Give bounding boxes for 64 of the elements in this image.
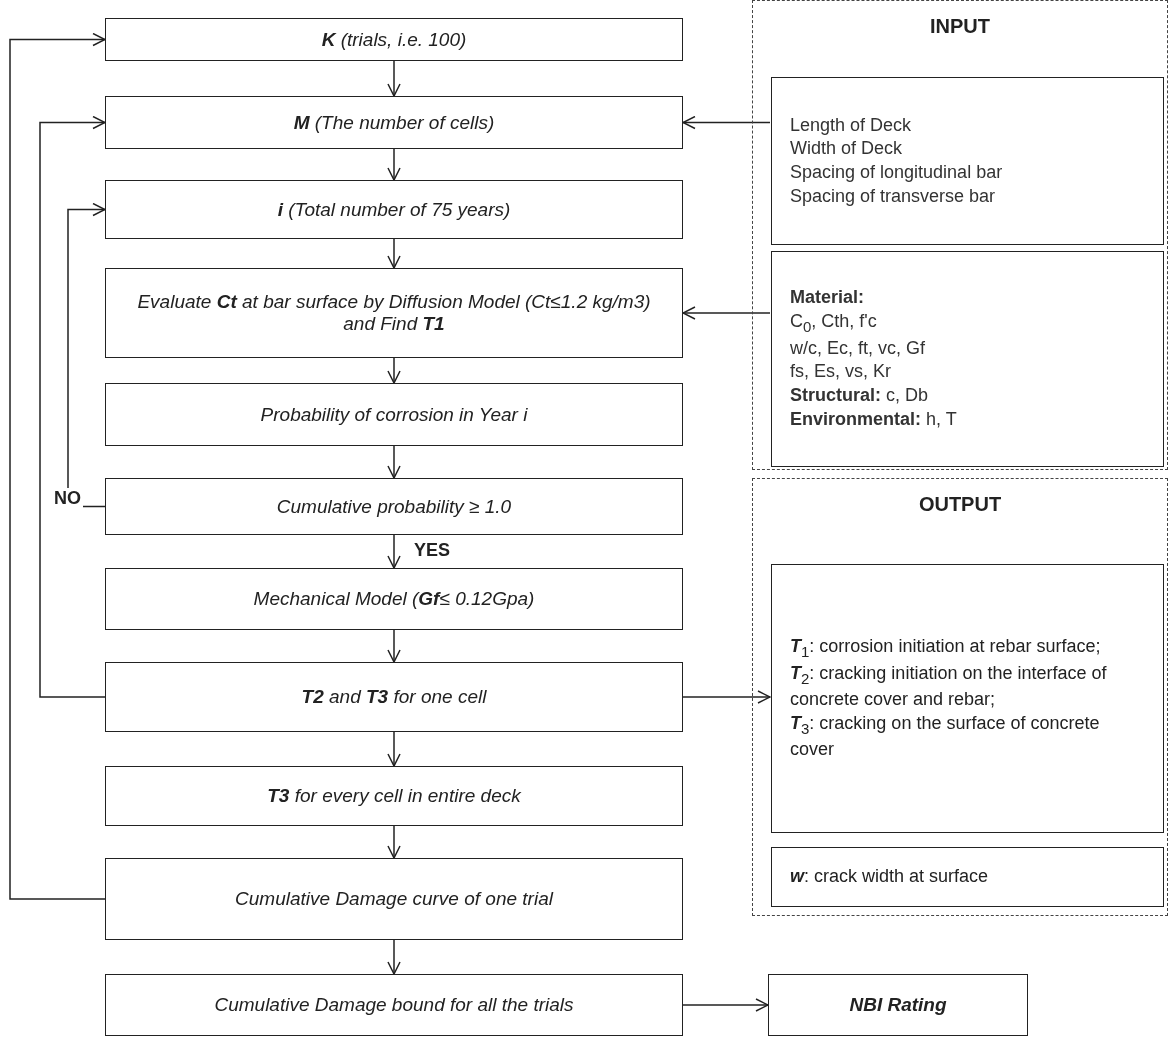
process-box [105,766,683,826]
arrow [387,825,401,859]
arrow [387,357,401,384]
arrow [39,115,106,698]
box-text: Cumulative Damage curve of one trial [235,888,553,910]
panel-heading: OUTPUT [917,493,1003,516]
box-text: T$_{1}$: corrosion initiation at rebar surface; [790,635,1102,662]
dashed-panel [752,478,1168,916]
box-text: T3 for every cell in entire deck [267,785,521,807]
info-box [771,77,1164,245]
info-box [771,251,1164,467]
arrow [67,202,106,508]
box-text: Spacing of transverse bar [790,184,997,208]
box-text: M (The number of cells) [293,111,495,134]
process-box [105,18,683,61]
arrow [387,939,401,975]
box-text: Cumulative Damage bound for all the trials [214,994,574,1016]
box-text: i (Total number of 75 years) [277,198,511,221]
arrow [682,998,769,1012]
box-text: w: crack width at surface [790,865,990,889]
box-text: K (trials, i.e. 100) [321,28,467,51]
box-text: Spacing of longitudinal bar [790,161,1004,184]
process-box [105,974,683,1036]
arrow [682,115,771,130]
box-text: fs, Es, vs, Kr [790,360,892,384]
dashed-panel [752,0,1168,470]
arrow [9,32,106,900]
arrow [387,238,401,269]
box-text: T$_{3}$: cracking on the surface of concrete cover [790,711,1101,762]
arrow [387,445,401,479]
box-text: Evaluate Ct at bar surface by Diffusion Model (Ct≤1.2 kg/m3) and Find T1 [136,291,652,335]
process-box [105,478,683,535]
box-text: Probability of corrosion in Year i [260,403,528,426]
edge-label: NO [52,488,83,509]
box-text: Mechanical Model (Gf≤ 0.12Gpa) [253,588,535,610]
box-text: Environmental: h, T [790,407,958,431]
box-text: NBI Rating [849,994,947,1016]
box-text: Cumulative probability ≥ 1.0 [276,495,512,518]
arrow [387,60,401,97]
arrow [387,629,401,663]
arrow [387,731,401,767]
process-box [105,662,683,732]
box-text: T$_{2}$: cracking initiation on the interface of concrete cover and rebar; [790,661,1108,711]
box-text: T2 and T3 for one cell [301,686,487,708]
process-box [105,180,683,239]
arrow [387,148,401,181]
process-box [105,96,683,149]
box-text: Structural: c, Db [790,384,930,408]
box-text: Width of Deck [790,137,904,161]
info-box [771,564,1164,833]
process-box [105,858,683,940]
box-text: C$_{0}$, Cth, f'c [790,310,878,337]
process-box [768,974,1028,1036]
box-text: Material: [790,286,866,310]
arrow [682,690,771,704]
process-box [105,568,683,630]
process-box [105,268,683,358]
panel-heading: INPUT [929,15,991,38]
box-text: w/c, Ec, ft, vc, Gf [790,336,927,360]
process-box [105,383,683,446]
info-box [771,847,1164,907]
arrow [387,534,401,569]
box-text: Length of Deck [790,113,913,137]
arrow [682,306,771,320]
